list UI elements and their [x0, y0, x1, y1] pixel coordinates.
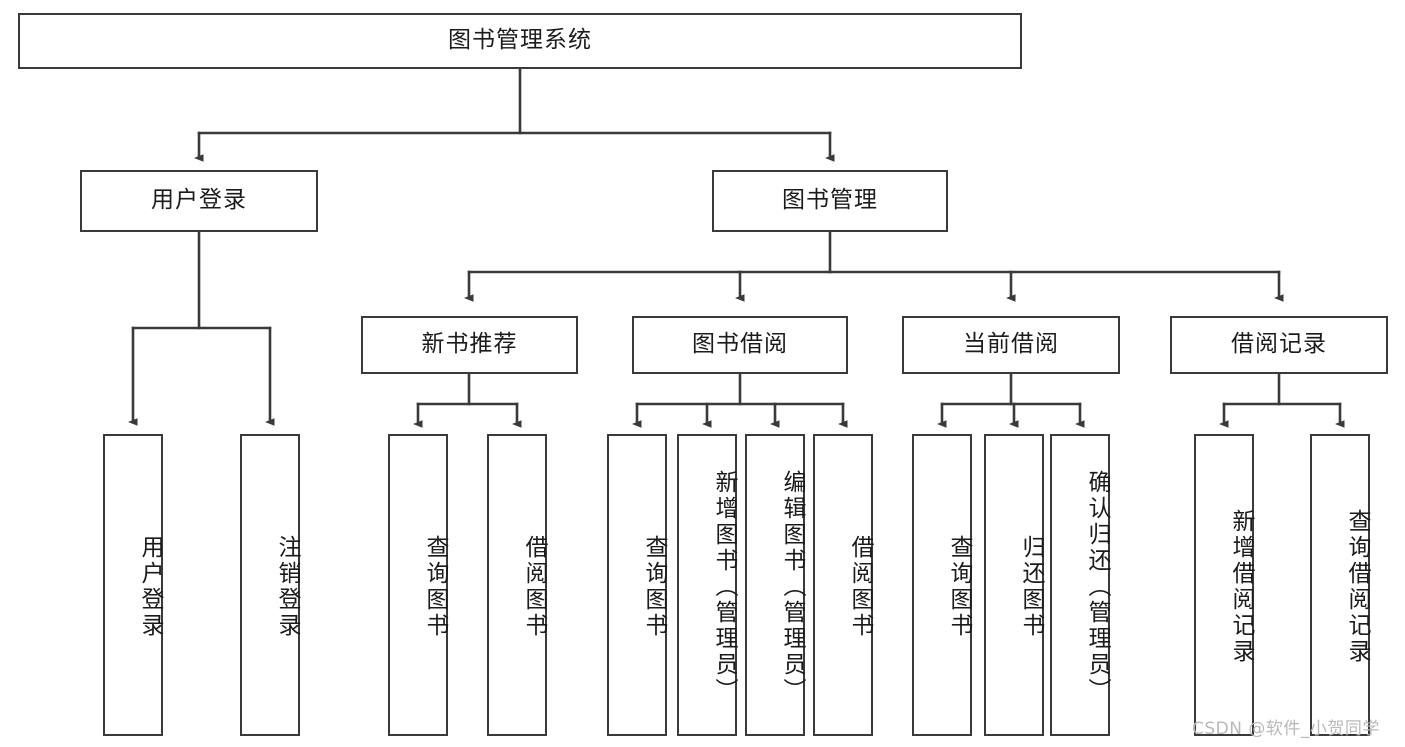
node-leaf-query-record-label: 查询借阅记录: [1344, 509, 1370, 665]
node-leaf-query-book-1[interactable]: 查询图书: [388, 434, 448, 736]
node-leaf-borrow-book-1-label: 借阅图书: [521, 535, 547, 639]
node-leaf-borrow-book-1[interactable]: 借阅图书: [487, 434, 547, 736]
node-leaf-borrow-book-2-label: 借阅图书: [847, 535, 873, 639]
node-leaf-add-record[interactable]: 新增借阅记录: [1194, 434, 1254, 736]
node-root[interactable]: 图书管理系统: [18, 13, 1022, 69]
node-borrow-record[interactable]: 借阅记录: [1170, 316, 1388, 374]
node-leaf-return-book-label: 归还图书: [1018, 535, 1044, 639]
node-borrow-record-label: 借阅记录: [1231, 331, 1327, 358]
node-root-label: 图书管理系统: [448, 27, 592, 54]
node-user-login[interactable]: 用户登录: [80, 170, 318, 232]
node-leaf-confirm-return-label: 确认归还（管理员）: [1084, 470, 1110, 704]
node-leaf-borrow-book-2[interactable]: 借阅图书: [813, 434, 873, 736]
node-user-login-label: 用户登录: [151, 187, 247, 214]
node-leaf-user-login-label: 用户登录: [137, 535, 163, 639]
node-leaf-add-record-label: 新增借阅记录: [1228, 509, 1254, 665]
node-leaf-confirm-return[interactable]: 确认归还（管理员）: [1050, 434, 1110, 736]
node-new-book-rec[interactable]: 新书推荐: [361, 316, 578, 374]
node-leaf-logout-label: 注销登录: [274, 535, 300, 639]
node-leaf-query-record[interactable]: 查询借阅记录: [1310, 434, 1370, 736]
node-new-book-rec-label: 新书推荐: [421, 331, 518, 358]
node-leaf-return-book[interactable]: 归还图书: [984, 434, 1044, 736]
node-leaf-query-book-3-label: 查询图书: [946, 535, 972, 639]
node-book-manage[interactable]: 图书管理: [712, 170, 948, 232]
node-leaf-edit-book[interactable]: 编辑图书（管理员）: [745, 434, 805, 736]
node-book-borrow[interactable]: 图书借阅: [632, 316, 848, 374]
node-current-borrow[interactable]: 当前借阅: [902, 316, 1120, 374]
node-leaf-edit-book-label: 编辑图书（管理员）: [779, 470, 805, 704]
node-leaf-add-book[interactable]: 新增图书（管理员）: [677, 434, 737, 736]
node-leaf-query-book-1-label: 查询图书: [422, 535, 448, 639]
node-leaf-query-book-2-label: 查询图书: [641, 535, 667, 639]
node-leaf-user-login[interactable]: 用户登录: [103, 434, 163, 736]
node-current-borrow-label: 当前借阅: [963, 331, 1059, 358]
node-book-manage-label: 图书管理: [782, 187, 878, 214]
node-leaf-logout[interactable]: 注销登录: [240, 434, 300, 736]
node-book-borrow-label: 图书借阅: [692, 331, 788, 358]
node-leaf-query-book-3[interactable]: 查询图书: [912, 434, 972, 736]
node-leaf-query-book-2[interactable]: 查询图书: [607, 434, 667, 736]
node-leaf-add-book-label: 新增图书（管理员）: [711, 470, 737, 704]
